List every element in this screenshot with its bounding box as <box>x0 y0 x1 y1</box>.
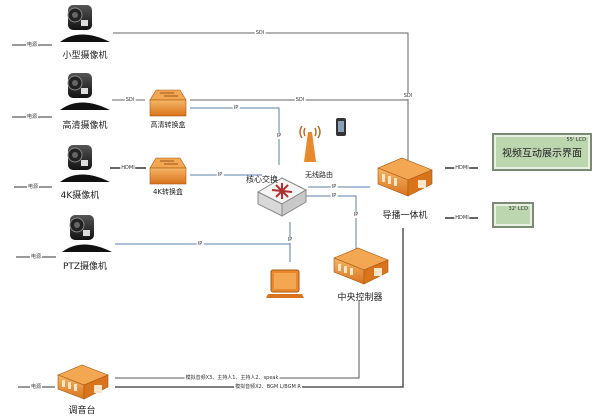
wifi-router-icon <box>299 125 321 162</box>
link-label-ip: IP <box>330 193 338 199</box>
power-label: 电源 <box>29 254 43 260</box>
link-label-sdi: SDI <box>402 93 414 99</box>
director-unit-icon <box>377 157 433 197</box>
link-label-ip: IP <box>216 172 224 178</box>
converter-label-4k: 4K转换盒 <box>152 188 184 196</box>
power-label: 电源 <box>25 42 39 48</box>
power-label: 电源 <box>25 114 39 120</box>
converter-label-hd: 高清转换盒 <box>150 121 186 129</box>
link-label-sdi: SDI <box>124 97 136 103</box>
screen-size-label: 55' LCD <box>566 137 586 143</box>
link-label-hdmi: HDMI <box>454 215 470 221</box>
display-screen-small: 32' LCD <box>492 202 534 228</box>
link-label-ip: IP <box>275 133 283 139</box>
camera-icons <box>60 5 112 252</box>
camera-label-hd: 高清摄像机 <box>62 121 108 131</box>
camera-label-ptz: PTZ摄像机 <box>62 262 108 272</box>
wifi-router-label: 无线路由 <box>305 171 333 179</box>
mixer-icon <box>57 364 109 400</box>
link-label-hdmi: HDMI <box>120 165 136 171</box>
director-label: 导播一体机 <box>382 211 428 221</box>
link-label-hdmi: HDMI <box>454 165 470 171</box>
link-label-audio: 模拟音频X3、主持人1、主持人2、speak <box>184 375 280 381</box>
screen-size-label: 32' LCD <box>508 206 528 212</box>
power-label: 电源 <box>29 384 43 390</box>
link-label-sdi: SDI <box>254 30 266 36</box>
laptop-icon <box>266 269 304 298</box>
link-label-sdi: SDI <box>294 97 306 103</box>
mobile-phone-icon <box>336 118 346 136</box>
link-label-ip: IP <box>286 237 294 243</box>
power-label: 电源 <box>26 184 40 190</box>
core-switch-icon <box>256 177 308 217</box>
link-label-audio: 模拟音频X2、BGM L/BGM R <box>234 384 302 390</box>
link-label-ip: IP <box>352 212 360 218</box>
camera-label-small: 小型摄像机 <box>62 51 108 61</box>
central-controller-icon <box>333 247 389 285</box>
core-switch-label: 核心交换 <box>246 175 278 184</box>
screen-title: 视频互动展示界面 <box>502 148 582 160</box>
ip-lines <box>115 107 370 262</box>
power-lines <box>12 44 56 388</box>
display-screen-large: 55' LCD 视频互动展示界面 <box>492 133 592 171</box>
controller-label: 中央控制器 <box>337 293 383 303</box>
link-label-ip: IP <box>196 241 204 247</box>
link-label-ip: IP <box>232 105 240 111</box>
link-label-ip: IP <box>330 184 338 190</box>
mixer-label: 调音台 <box>68 406 96 416</box>
camera-label-4k: 4K摄像机 <box>60 191 100 201</box>
converter-box-icons <box>149 89 187 185</box>
